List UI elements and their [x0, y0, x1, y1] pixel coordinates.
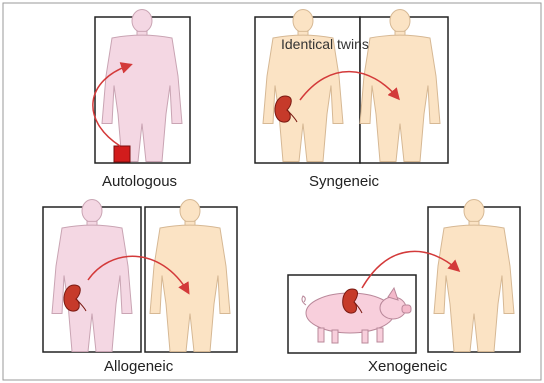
tissue-block-icon — [114, 146, 130, 162]
xenogeneic-label: Xenogeneic — [368, 358, 447, 375]
identical-twins-label: Identical twins — [281, 36, 369, 52]
allogeneic-label: Allogeneic — [104, 358, 173, 375]
syngeneic-label: Syngeneic — [309, 173, 379, 190]
autologous-label: Autologous — [102, 173, 177, 190]
